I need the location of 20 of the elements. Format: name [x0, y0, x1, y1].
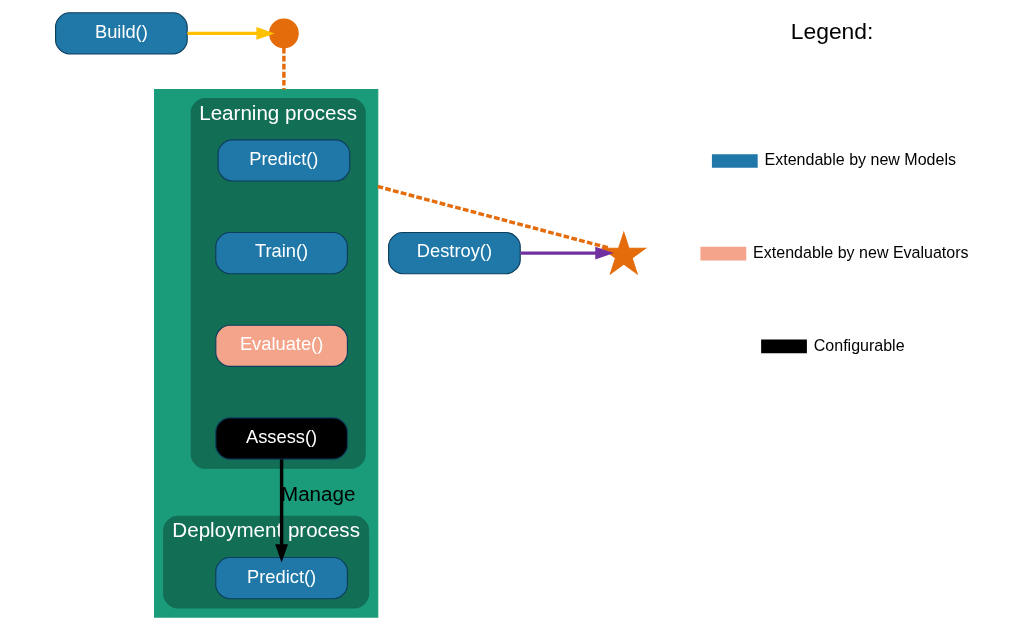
arrow [186, 26, 275, 40]
cluster [153, 88, 378, 618]
node-box: Build() [54, 12, 188, 55]
node-box: Train() [214, 231, 348, 275]
legend-label: Extendable by new Evaluators [752, 242, 969, 261]
node-cross [599, 230, 647, 276]
arrow [519, 246, 614, 260]
node-box: Assess() [214, 417, 348, 460]
arrow [274, 459, 288, 563]
legend-label: Extendable by new Models [764, 150, 956, 169]
label: Legend: [790, 18, 873, 45]
edge-label: Manage [280, 481, 355, 505]
node-box: Evaluate() [214, 324, 348, 367]
node-circle [268, 18, 299, 49]
node-box: Predict() [217, 139, 350, 182]
connector [376, 184, 610, 250]
connector [281, 47, 286, 90]
node-box: Destroy() [387, 231, 521, 275]
legend-label: Configurable [813, 335, 905, 354]
node-box: Predict() [214, 556, 348, 600]
